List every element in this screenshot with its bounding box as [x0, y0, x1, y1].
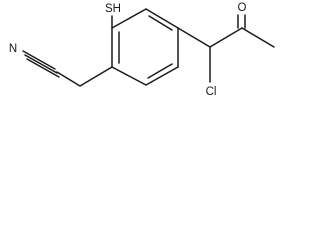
chloro-oxopropyl-group: O Cl	[177, 2, 275, 98]
ring-ch-bond	[177, 27, 211, 48]
nitrile-n-label: N	[9, 43, 17, 55]
ring-bond-bottom-right	[145, 66, 179, 86]
thiol-label: SH	[105, 3, 121, 15]
nitrile-group: N	[9, 43, 113, 87]
ketone-o-label: O	[238, 2, 247, 14]
triple-bond-line-1	[22, 50, 56, 70]
ring-bond-top-left	[111, 8, 147, 29]
co-methyl-bond	[241, 27, 275, 48]
ch-co-bond	[209, 27, 243, 48]
ring-double-bond-top	[148, 15, 173, 31]
triple-bond-line-3	[26, 58, 60, 78]
molecule-structure-diagram: SH N O Cl	[9, 2, 275, 98]
triple-bond-line-2	[24, 54, 58, 74]
ring-bond-top-right	[145, 8, 179, 29]
ch2-cn-bond	[56, 71, 81, 87]
ring-double-bond-bottom	[147, 63, 173, 79]
ring-ch2-bond	[79, 66, 113, 87]
thiol-group: SH	[105, 3, 121, 29]
benzene-ring	[111, 8, 179, 86]
chloro-label: Cl	[206, 86, 217, 98]
ring-bond-bottom-left	[111, 66, 147, 86]
